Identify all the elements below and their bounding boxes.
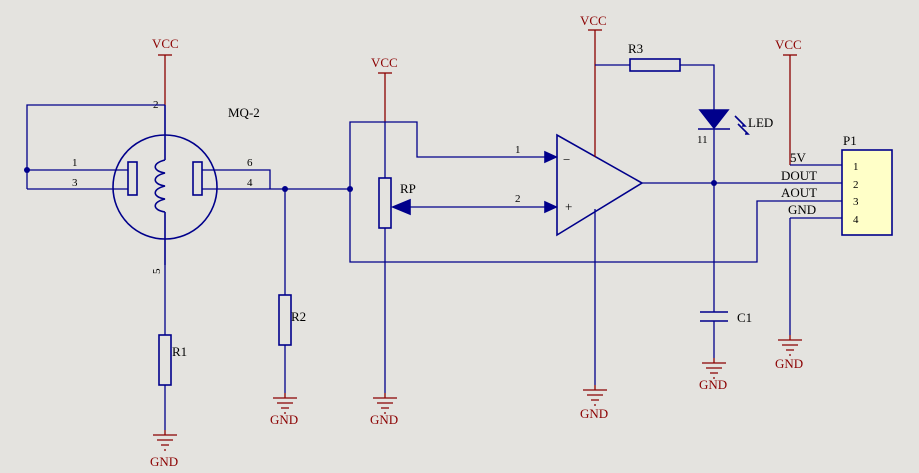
junction-dot bbox=[24, 167, 30, 173]
sensor-pin6-label: 6 bbox=[247, 157, 253, 169]
sensor-wiring bbox=[24, 55, 353, 335]
gnd-symbol-opamp: GND bbox=[580, 385, 608, 421]
potentiometer-rp: VCC RP bbox=[371, 55, 416, 393]
vcc-label: VCC bbox=[152, 36, 179, 51]
opamp-pin1-label: 1 bbox=[515, 144, 521, 156]
led: LED 11 bbox=[697, 109, 773, 186]
rp-label: RP bbox=[400, 181, 416, 196]
mq2-sensor: MQ-2 2 1 3 6 4 5 bbox=[72, 99, 260, 274]
p1-pin-3: 3 bbox=[853, 196, 859, 208]
gnd-symbol-c1: GND bbox=[699, 358, 727, 392]
vcc-symbol-sensor: VCC bbox=[152, 36, 179, 56]
resistor-r1: R1 bbox=[158, 334, 187, 430]
gnd-label: GND bbox=[370, 412, 398, 427]
gnd-label: GND bbox=[270, 412, 298, 427]
gnd-symbol-p1: GND bbox=[775, 335, 803, 371]
r1-label: R1 bbox=[172, 344, 187, 359]
gnd-symbol-r2: GND bbox=[270, 393, 298, 427]
p1-pin-1: 1 bbox=[853, 161, 859, 173]
gnd-symbol-rp: GND bbox=[370, 393, 398, 427]
sensor-pin4-label: 4 bbox=[247, 177, 253, 189]
p1-pin-4: 4 bbox=[853, 214, 859, 226]
opamp-pin2-label: 2 bbox=[515, 193, 521, 205]
sensor-name-label: MQ-2 bbox=[228, 105, 260, 120]
junction-dot bbox=[282, 186, 288, 192]
gnd-label: GND bbox=[580, 406, 608, 421]
p1-label: P1 bbox=[843, 133, 857, 148]
gnd-label: GND bbox=[775, 356, 803, 371]
r2-label: R2 bbox=[291, 309, 306, 324]
p1-pin-2: 2 bbox=[853, 179, 859, 191]
gnd-label: GND bbox=[150, 454, 178, 469]
vcc-symbol-opamp: VCC bbox=[580, 13, 607, 31]
r3-label: R3 bbox=[628, 41, 643, 56]
sensor-pin5-label: 5 bbox=[151, 268, 163, 274]
opamp-minus-label: − bbox=[563, 152, 570, 167]
signal-gnd-label: GND bbox=[788, 202, 816, 217]
resistor-r2: R2 bbox=[278, 294, 306, 393]
vcc-label: VCC bbox=[775, 37, 802, 52]
opamp-plus-label: + bbox=[565, 199, 572, 214]
signal-aout-label: AOUT bbox=[781, 185, 817, 200]
connector-p1: VCC P1 1 2 3 4 5V DOUT AOUT GND bbox=[775, 37, 893, 335]
comparator-wiring: 1 2 bbox=[349, 121, 842, 263]
gnd-label: GND bbox=[699, 377, 727, 392]
led-pin-label: 11 bbox=[697, 134, 708, 146]
led-label: LED bbox=[748, 115, 773, 130]
gnd-symbol-r1: GND bbox=[150, 430, 178, 469]
vcc-label: VCC bbox=[371, 55, 398, 70]
signal-5v-label: 5V bbox=[790, 150, 807, 165]
vcc-label: VCC bbox=[580, 13, 607, 28]
resistor-r3: R3 bbox=[595, 41, 715, 110]
sensor-pin1-label: 1 bbox=[72, 157, 78, 169]
c1-label: C1 bbox=[737, 310, 752, 325]
sensor-pin3-label: 3 bbox=[72, 177, 78, 189]
opamp: − + bbox=[556, 30, 842, 385]
signal-dout-label: DOUT bbox=[781, 168, 817, 183]
capacitor-c1: C1 bbox=[700, 183, 752, 358]
